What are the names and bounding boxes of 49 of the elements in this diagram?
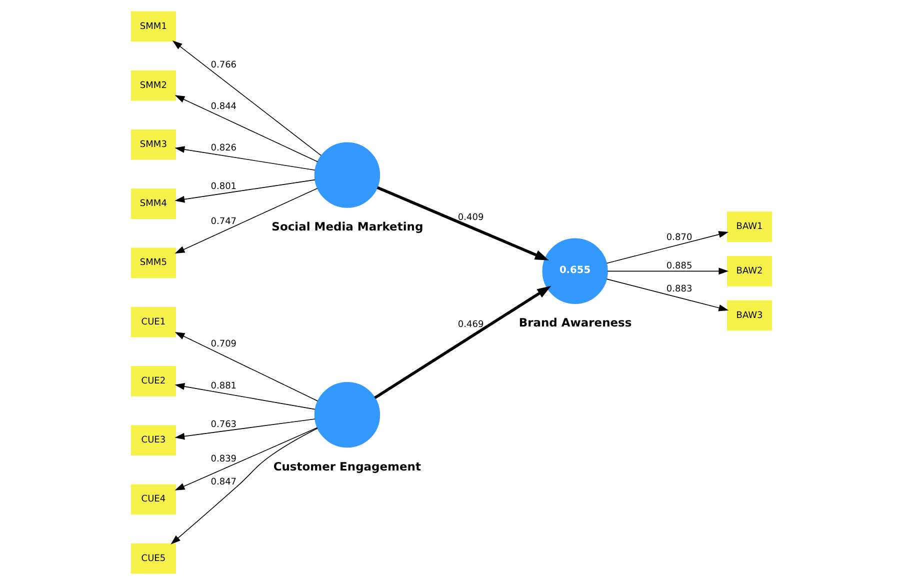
edge-label: 0.766 [210,60,236,70]
edge-label: 0.747 [210,217,236,228]
edge-label: 0.826 [210,143,236,154]
edge-label: 0.847 [210,477,236,488]
node-box: BAW2 [726,256,772,286]
node-label: Social Media Marketing [271,220,423,234]
node-label: Customer Engagement [272,459,420,474]
node-box: CUE4 [130,484,176,515]
node-label: Brand Awareness [518,316,632,330]
edge-label: 0.881 [210,381,236,392]
arrow [174,146,315,171]
node-box: CUE5 [130,543,176,574]
arrow [606,278,728,312]
arrow [374,286,551,399]
arrow [376,186,548,260]
arrow [174,188,318,254]
arrow [172,40,321,156]
arrow [606,268,728,275]
edge-label: 0.763 [210,420,236,430]
edge-label: 0.469 [457,320,484,330]
arrow [174,332,318,402]
edge-label: 0.801 [210,182,236,192]
edge-label: 0.844 [210,102,236,112]
edge-label: 0.709 [210,340,236,350]
arrow [174,383,315,410]
node-box: BAW1 [726,212,772,242]
node-box: BAW3 [726,300,772,331]
arrow [170,428,318,544]
node-circle: 0.655 [542,238,608,304]
node-circle [314,382,380,448]
node-box: SMM5 [130,248,176,278]
edge-label: 0.409 [457,213,484,224]
node-box: SMM2 [130,70,176,101]
edge-label: 0.870 [666,232,692,243]
node-circle [314,142,380,208]
node-box: SMM1 [130,11,176,42]
node-box: CUE3 [130,425,176,456]
arrow [174,418,315,440]
node-box: CUE2 [130,366,176,396]
node-box: SMM4 [130,188,176,220]
arrow [174,95,318,162]
edge-label: 0.839 [210,454,236,464]
edge-label: 0.883 [666,284,692,295]
edge-label: 0.885 [666,262,692,272]
arrow [174,179,315,203]
node-box: CUE1 [130,306,176,338]
arrow [606,231,728,264]
arrow [174,427,318,490]
node-box: SMM3 [130,130,176,160]
